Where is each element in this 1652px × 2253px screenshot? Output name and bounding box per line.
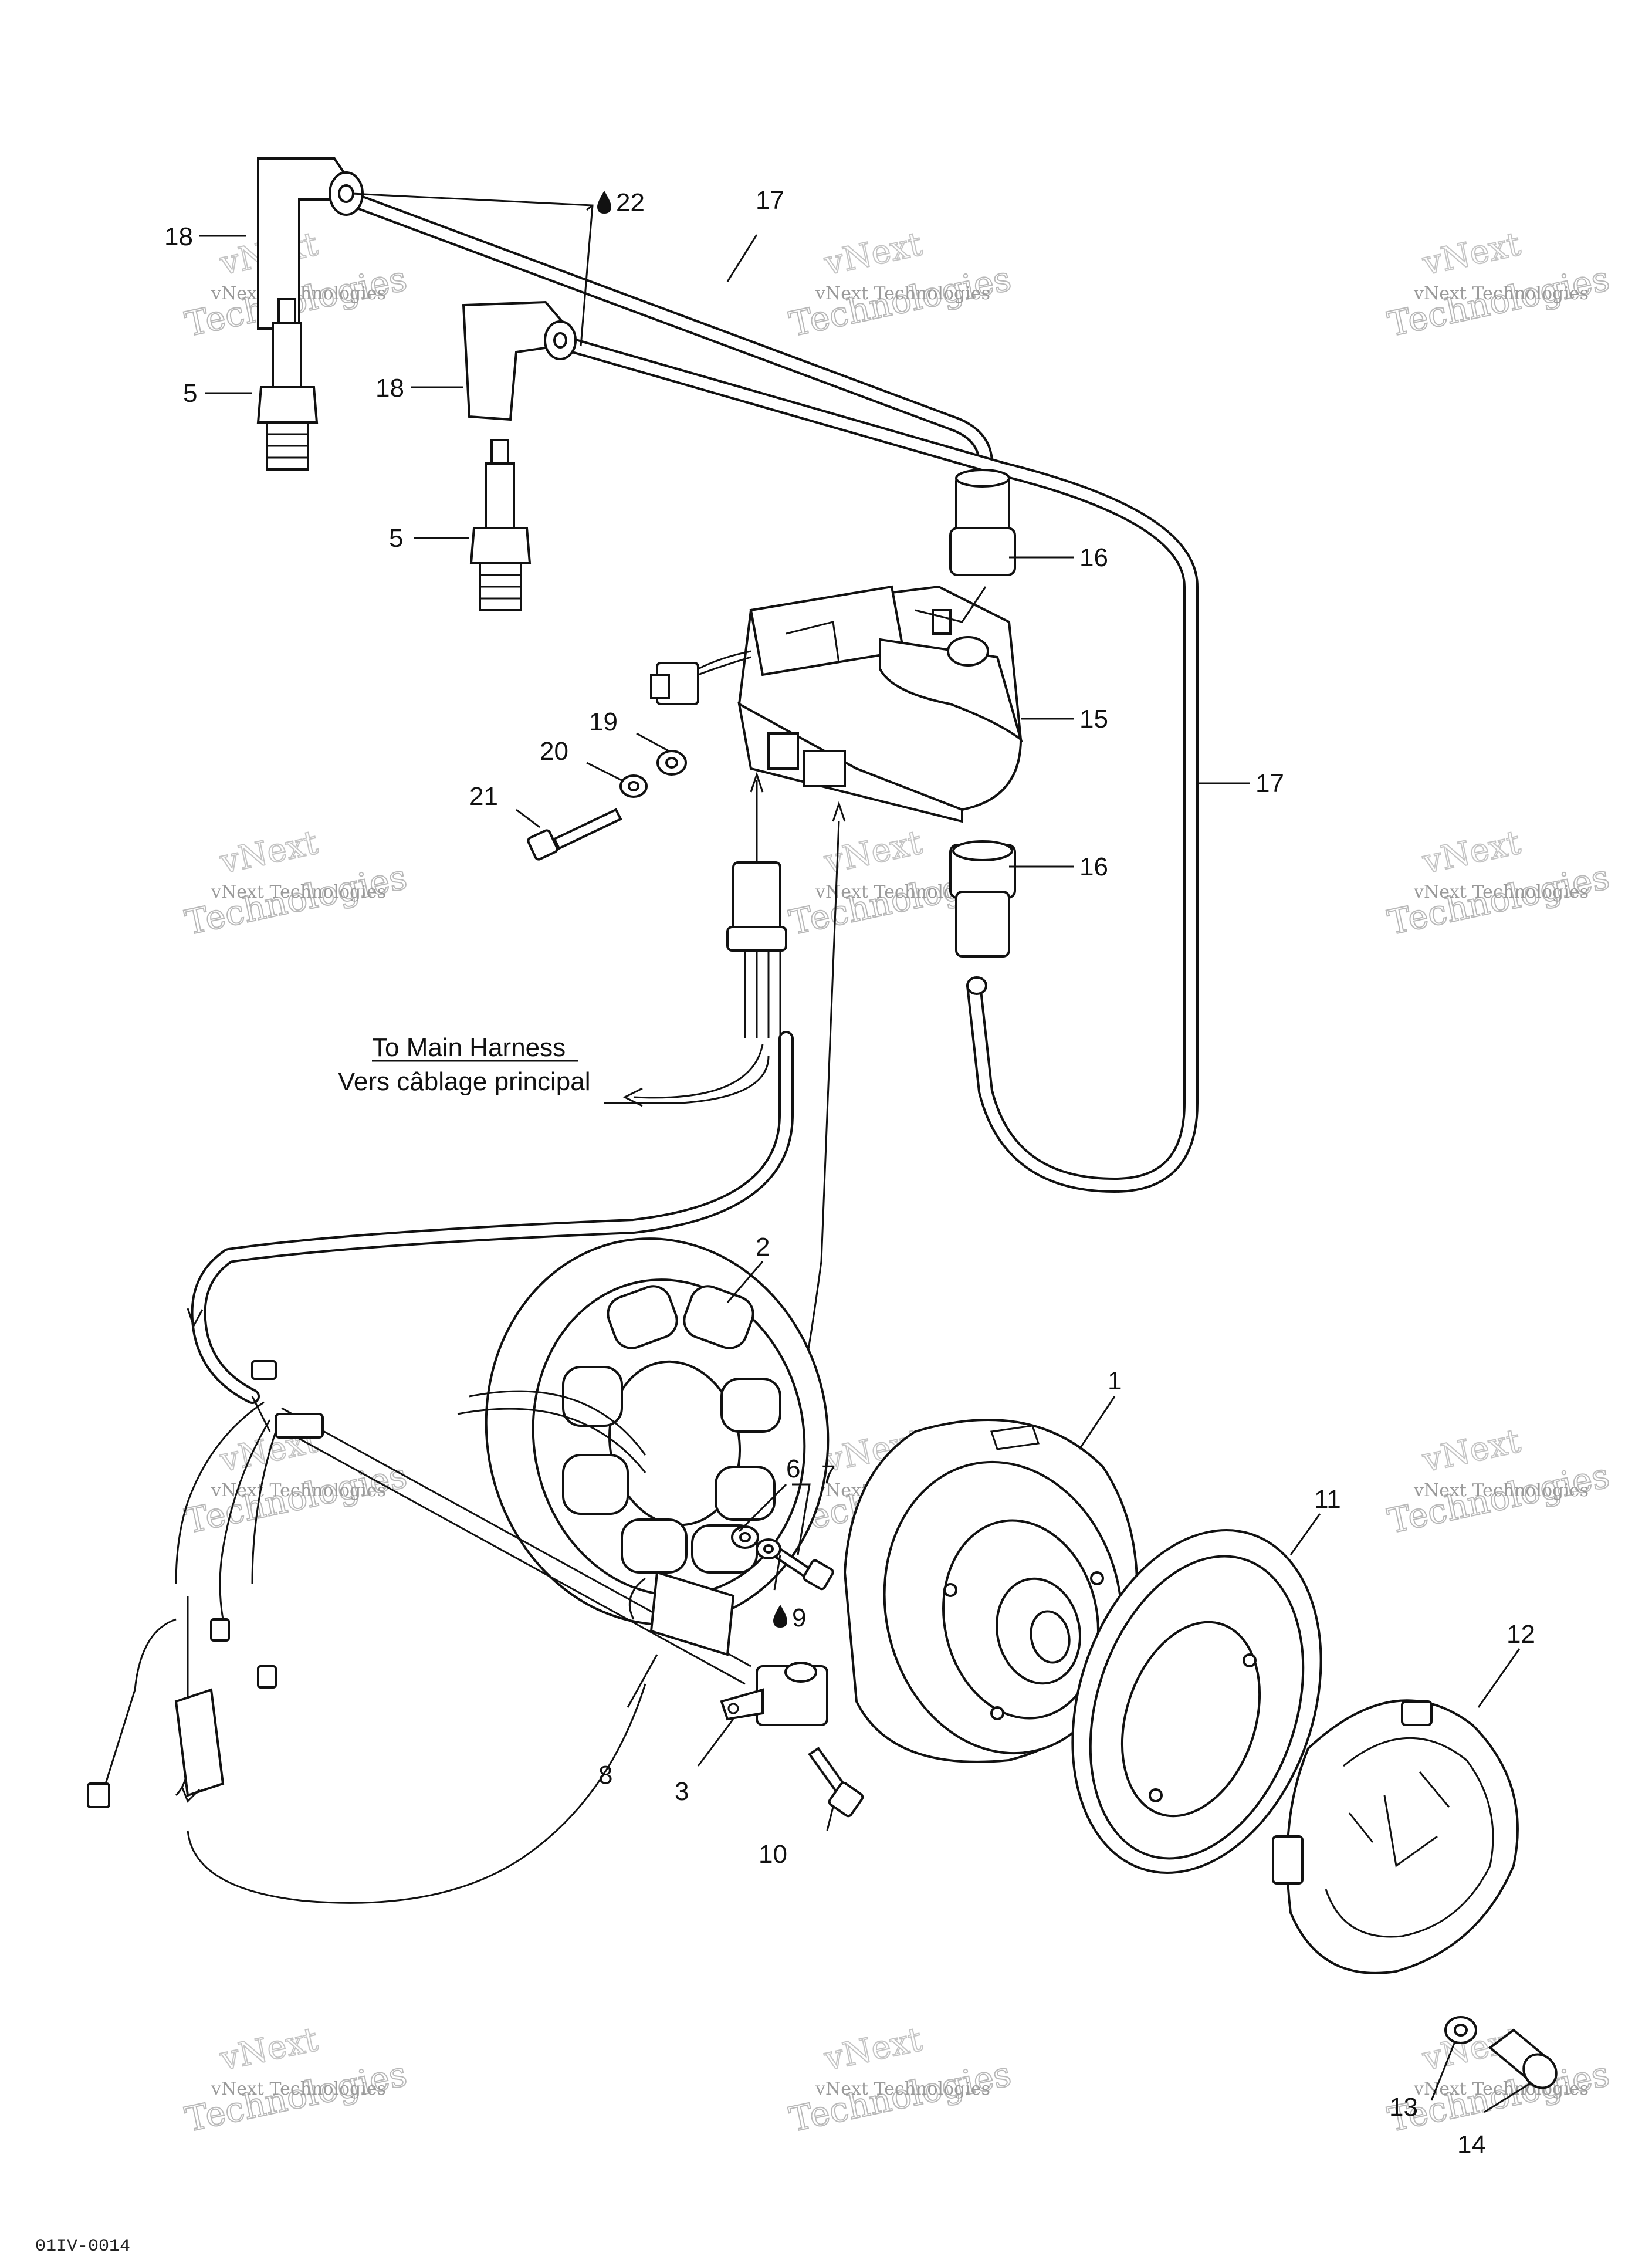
watermark: vNext Technologies vNext Technologies [786,225,1015,345]
harness-cables [187,821,840,1904]
callout-18: 18 [164,222,193,251]
watermark-brand: vNext [216,2021,321,2079]
callout-17: 17 [1255,769,1284,798]
callout-2: 2 [756,1233,770,1261]
harness-arrow [181,1044,764,1803]
watermark-brand: vNext [1419,824,1524,882]
spark-plug-right [469,439,532,611]
boot-upper [949,469,1016,576]
leader-lines [199,192,1532,2113]
harness-note-french: Vers câblage principal [338,1067,590,1096]
callout-10: 10 [759,1840,787,1869]
watermark: vNext Technologies vNext Technologies [1384,2020,1614,2140]
harness-connector [726,772,846,1038]
watermark-text: vNext Technologies [1413,1480,1589,1501]
callout-17: 17 [756,186,784,215]
drop-icon [773,1605,787,1628]
callout-21: 21 [469,782,498,811]
callout-labels: 18 5 18 5 22 17 16 15 16 17 19 20 21 2 1… [164,186,1535,2159]
callout-14: 14 [1457,2130,1486,2159]
callout-15: 15 [1079,705,1108,733]
screw-10 [808,1747,864,1818]
watermark-brand: vNext [1419,1422,1524,1480]
svg-text:9: 9 [792,1604,806,1632]
callout-6: 6 [786,1454,800,1483]
watermark: vNext Technologies vNext Technologies [1384,823,1614,943]
trigger-coil [720,1662,828,1726]
drawing-code: 01IV-0014 [35,2237,130,2253]
watermark: vNext Technologies vNext Technologies [1384,225,1614,345]
harness-note-english: To Main Harness [372,1033,566,1062]
flat-washer-19 [656,750,687,776]
callout-16: 16 [1079,543,1108,572]
screw-14 [1488,2028,1558,2089]
spark-plug-cap-left [257,157,364,330]
harness-note: To Main Harness Vers câblage principal [338,1033,590,1096]
drop-icon [597,191,611,214]
callout-5: 5 [183,379,197,408]
callout-16: 16 [1079,853,1108,881]
starter-cup [1071,1529,1322,1874]
boot-lower [949,840,1016,995]
callout-18: 18 [375,374,404,402]
watermark: vNext Technologies vNext Technologies [1384,1422,1614,1542]
watermark-text: vNext Technologies [1413,882,1589,902]
callout-8: 8 [598,1761,612,1789]
watermark-brand: vNext [216,824,321,882]
spark-plug-left [256,298,319,471]
callout-9: 9 [773,1604,806,1632]
washer-6 [731,1525,781,1559]
watermark-brand: vNext [821,225,926,283]
callout-7: 7 [821,1460,835,1489]
watermark-text: vNext Technologies [1413,283,1589,304]
ignition-coil [650,585,1023,823]
callout-1: 1 [1108,1366,1122,1395]
watermark: vNext Technologies vNext Technologies [786,2020,1015,2140]
svg-text:22: 22 [616,188,645,217]
wiring-harness [87,1360,751,1808]
callout-11: 11 [1314,1485,1341,1514]
screw-21 [527,808,622,861]
screw-7 [774,1547,834,1591]
callout-12: 12 [1507,1620,1535,1649]
callout-5: 5 [389,524,403,553]
lock-washer-20 [620,774,648,798]
watermark: vNext Technologies vNext Technologies [181,823,411,943]
watermark-text: vNext Technologies [211,882,386,902]
high-tension-wire-short [567,339,1199,1193]
spark-plug-cap-right [462,300,577,421]
flywheel [843,1419,1139,1763]
callout-19: 19 [589,708,618,736]
watermark-text: vNext Technologies [1413,2079,1589,2099]
rewind-starter [1272,1699,1519,1974]
callout-22: 22 [597,188,645,217]
watermark-text: vNext Technologies [815,2079,990,2099]
washer-13 [1444,2016,1477,2044]
watermark-brand: vNext [821,2021,926,2079]
watermark-text: vNext Technologies [815,283,990,304]
callout-20: 20 [540,737,568,766]
callout-3: 3 [675,1777,689,1806]
watermark: vNext Technologies vNext Technologies [181,2020,411,2140]
watermark-brand: vNext [1419,225,1524,283]
watermark-text: vNext Technologies [211,2079,386,2099]
callout-13: 13 [1389,2093,1418,2122]
